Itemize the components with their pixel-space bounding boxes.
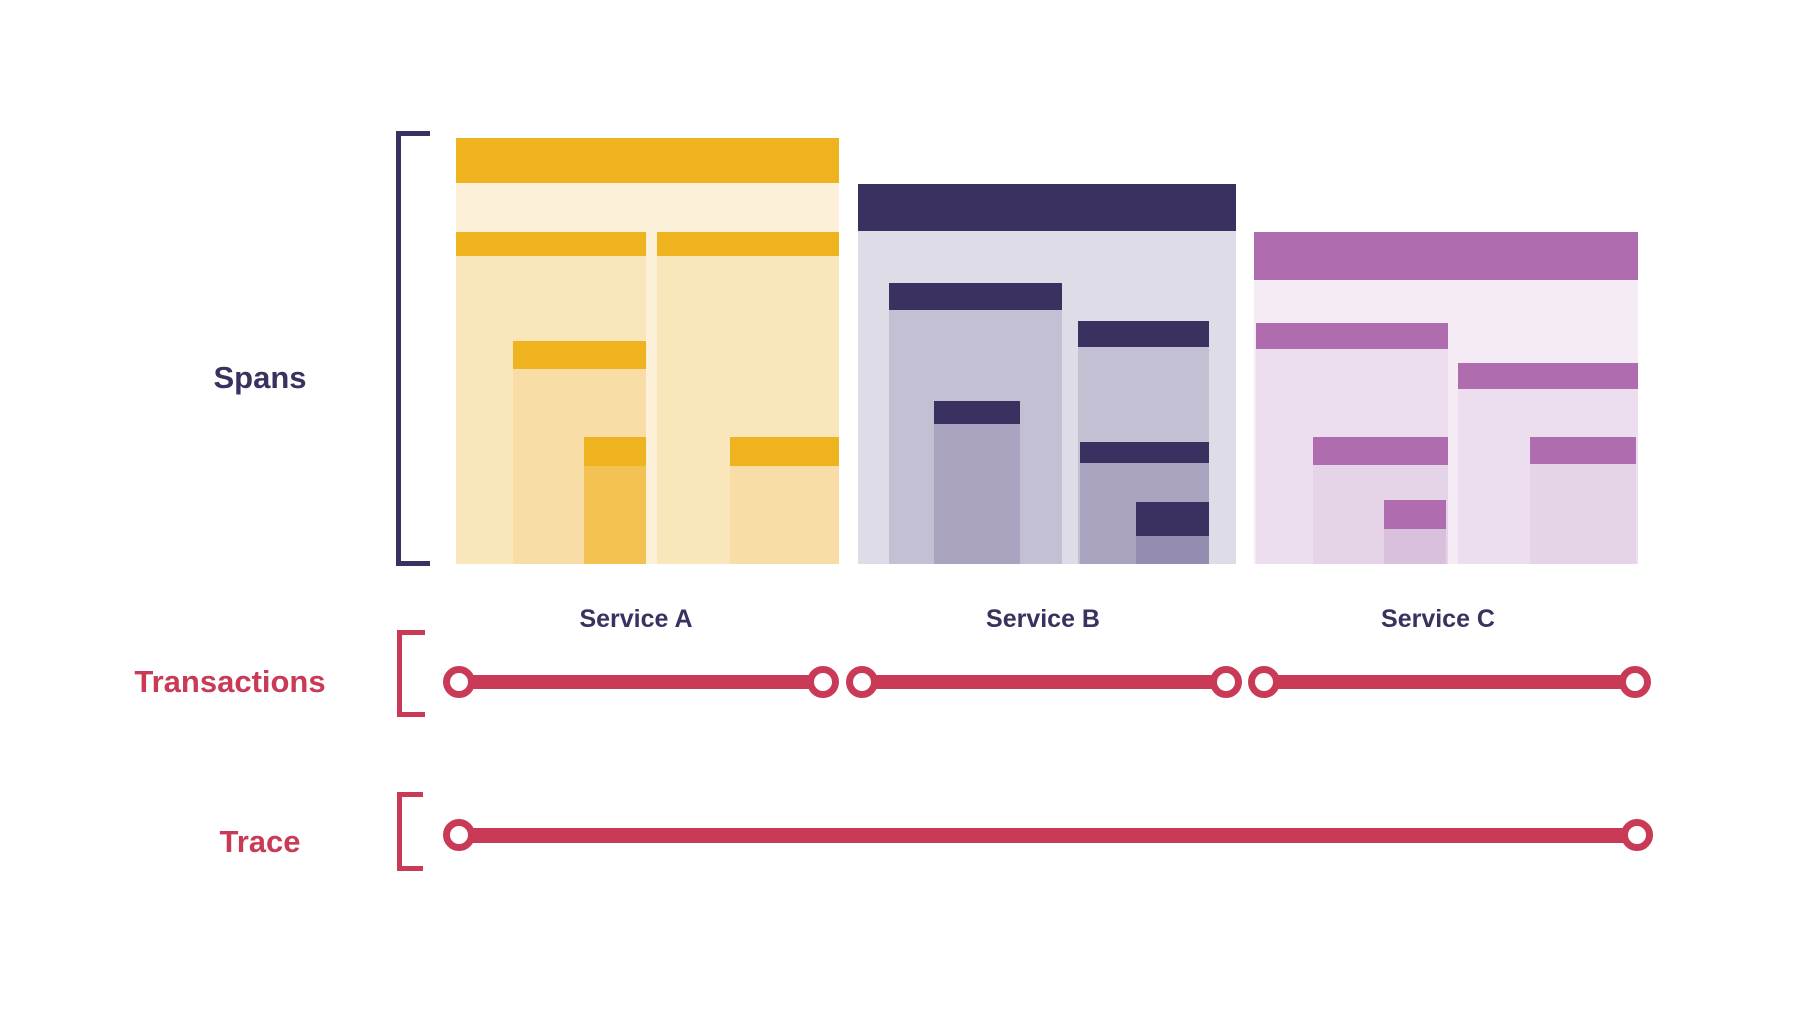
span-body-child [1384, 529, 1446, 564]
trace-bracket [397, 792, 423, 871]
transaction-2-line [862, 675, 1226, 689]
span-body-child [934, 424, 1020, 564]
span-bar-root [1254, 232, 1638, 280]
transaction-2-end-dot [1210, 666, 1242, 698]
span-bar-root [456, 138, 839, 183]
span-bar-child [513, 341, 646, 369]
trace-row-label: Trace [219, 824, 301, 859]
service-label: Service C [1381, 605, 1495, 633]
span-bar-child [456, 232, 646, 256]
span-bar-child [657, 232, 839, 256]
service-label: Service A [579, 605, 693, 633]
span-body-child [1136, 536, 1209, 564]
span-bar-child [889, 283, 1062, 310]
transaction-1-end-dot [807, 666, 839, 698]
transaction-2-start-dot [846, 666, 878, 698]
spans-row-label: Spans [213, 360, 307, 395]
transactions-bracket [397, 630, 425, 717]
service-label: Service B [986, 605, 1100, 633]
span-bar-child [1078, 321, 1209, 347]
transactions-row-label: Transactions [134, 664, 326, 699]
span-bar-child [1136, 502, 1209, 536]
span-bar-child [1384, 500, 1446, 529]
transaction-3-end-dot [1619, 666, 1651, 698]
trace-line [459, 827, 1637, 843]
span-bar-child [1313, 437, 1448, 465]
spans-bracket [396, 131, 430, 566]
span-body-child [584, 466, 646, 564]
transaction-1-start-dot [443, 666, 475, 698]
trace-end-dot [1621, 819, 1653, 851]
span-bar-child [584, 437, 646, 466]
span-body-child [1530, 464, 1636, 564]
span-bar-child [730, 437, 839, 466]
span-bar-root [858, 184, 1236, 231]
span-body-child [730, 466, 839, 564]
span-bar-child [1530, 437, 1636, 464]
transaction-3-start-dot [1248, 666, 1280, 698]
span-bar-child [1080, 442, 1209, 463]
transaction-3-line [1264, 675, 1635, 689]
span-bar-child [934, 401, 1020, 424]
span-bar-child [1256, 323, 1448, 349]
span-bar-child [1458, 363, 1638, 389]
transaction-1-line [459, 675, 823, 689]
trace-start-dot [443, 819, 475, 851]
